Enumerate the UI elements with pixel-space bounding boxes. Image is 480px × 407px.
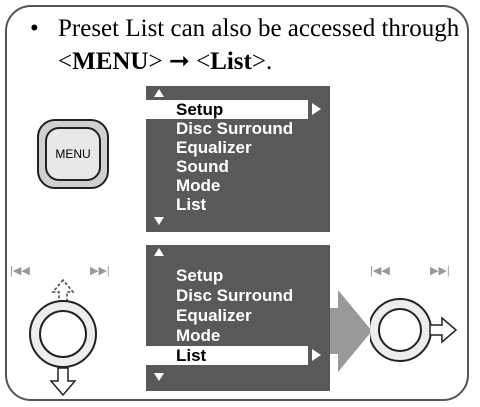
menu-item-disc-surround[interactable]: Disc Surround xyxy=(176,119,294,138)
list-keyword: List xyxy=(210,48,252,75)
menu-keyword: MENU xyxy=(72,48,149,75)
note-text: Preset List can also be accessed through… xyxy=(58,15,460,75)
up-arrow-dotted-icon xyxy=(51,278,75,303)
instruction-note: • Preset List can also be accessed throu… xyxy=(30,12,460,78)
submenu-arrow-icon xyxy=(312,103,321,115)
next-label: ▶▶| xyxy=(430,265,450,277)
scroll-down-indicator-icon xyxy=(154,373,164,381)
control-knob-right[interactable]: |◀◀ ▶▶| xyxy=(370,258,470,368)
knob-inner-icon xyxy=(39,310,87,358)
menu-item-equalizer[interactable]: Equalizer xyxy=(176,306,252,325)
scroll-up-indicator-icon xyxy=(154,89,164,97)
next-label: ▶▶| xyxy=(90,265,110,277)
right-arrow-icon xyxy=(429,316,458,344)
menu-item-disc-surround[interactable]: Disc Surround xyxy=(176,286,294,305)
transition-arrow-icon xyxy=(330,290,372,372)
menu-item-list[interactable]: List xyxy=(176,195,207,214)
bullet: • xyxy=(30,15,39,42)
submenu-arrow-icon xyxy=(312,349,321,361)
down-arrow-icon xyxy=(49,367,77,397)
menu-item-setup[interactable]: Setup xyxy=(176,266,224,285)
control-knob-left[interactable]: |◀◀ ▶▶| xyxy=(10,258,130,398)
menu-button[interactable]: MENU xyxy=(37,119,109,189)
prev-label: |◀◀ xyxy=(10,265,30,277)
menu-item-equalizer[interactable]: Equalizer xyxy=(176,138,252,157)
scroll-down-indicator-icon xyxy=(154,217,164,225)
menu-item-mode[interactable]: Mode xyxy=(176,326,221,345)
menu-item-list[interactable]: List xyxy=(146,346,308,365)
menu-item-sound[interactable]: Sound xyxy=(176,157,229,176)
display-screen-bottom: Setup Disc Surround Equalizer Mode List xyxy=(146,245,330,391)
scroll-up-indicator-icon xyxy=(154,248,164,256)
menu-item-mode[interactable]: Mode xyxy=(176,176,221,195)
prev-label: |◀◀ xyxy=(370,265,390,277)
display-screen-top: Setup Disc Surround Equalizer Sound Mode… xyxy=(146,86,330,232)
menu-item-setup[interactable]: Setup xyxy=(146,100,308,119)
note-prefix: Preset List can also be accessed through xyxy=(58,15,460,42)
menu-button-label: MENU xyxy=(45,127,101,181)
arrow-glyph: ➞ xyxy=(162,48,197,75)
knob-inner-icon xyxy=(378,308,422,352)
